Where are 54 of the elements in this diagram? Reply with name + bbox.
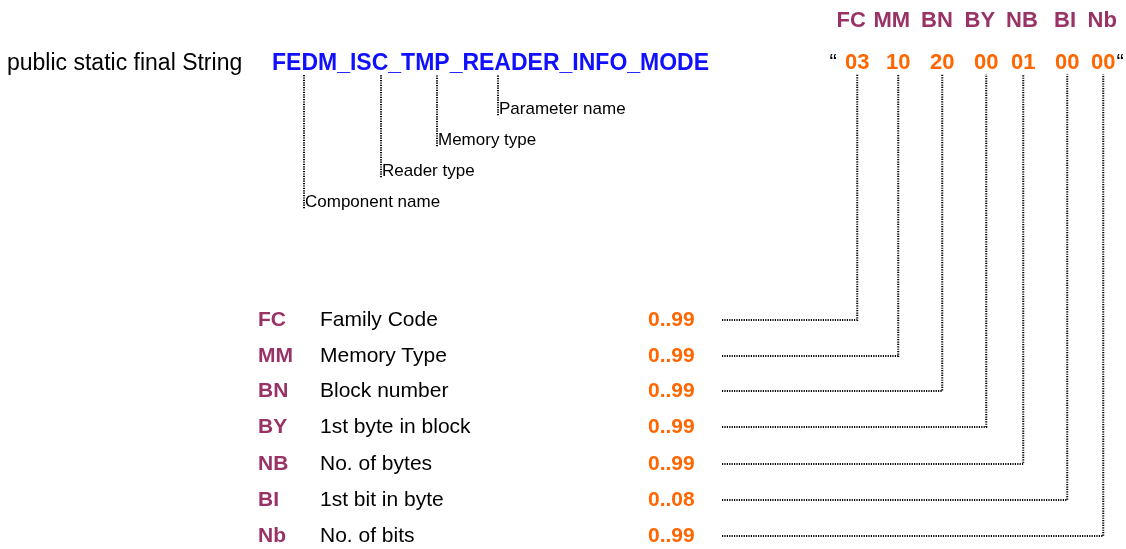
- value-digits: 03: [845, 50, 870, 75]
- field-description: 1st byte in block: [320, 414, 471, 438]
- abbreviation: MM: [258, 343, 293, 367]
- leader-line: [721, 73, 1069, 501]
- constant-name: FEDM_ISC_TMP_READER_INFO_MODE: [272, 49, 710, 75]
- field-description: Memory Type: [320, 343, 447, 367]
- annotation-label: Component name: [305, 192, 441, 212]
- value-digits: 00: [1055, 50, 1080, 75]
- leader-line: [721, 73, 988, 428]
- column-header: NB: [1006, 8, 1038, 33]
- leader-line: [721, 73, 859, 321]
- value-range: 0..99: [648, 451, 695, 475]
- leader-line: [436, 73, 438, 148]
- leader-line: [303, 73, 305, 210]
- column-header: BI: [1054, 8, 1076, 33]
- quote-mark: “: [1116, 50, 1124, 75]
- value-digits: 00: [974, 50, 999, 75]
- value-range: 0..99: [648, 343, 695, 367]
- field-description: Block number: [320, 378, 449, 402]
- value-range: 0..99: [648, 378, 695, 402]
- leader-line: [721, 73, 944, 392]
- value-range: 0..99: [648, 307, 695, 331]
- field-description: Family Code: [320, 307, 438, 331]
- leader-line: [721, 73, 1025, 465]
- leader-line: [721, 73, 1105, 537]
- code-text: public static final String: [7, 49, 243, 75]
- column-header: BY: [964, 8, 996, 33]
- abbreviation: BI: [258, 487, 279, 511]
- annotation-label: Reader type: [382, 161, 475, 181]
- column-header: Nb: [1087, 8, 1117, 33]
- abbreviation: Nb: [258, 523, 286, 547]
- column-header: FC: [836, 8, 866, 33]
- leader-line: [497, 73, 499, 117]
- field-description: 1st bit in byte: [320, 487, 444, 511]
- field-description: No. of bytes: [320, 451, 433, 475]
- leader-line: [380, 73, 382, 179]
- value-range: 0..08: [648, 487, 695, 511]
- abbreviation: BY: [258, 414, 288, 438]
- abbreviation: NB: [258, 451, 289, 475]
- quote-mark: “: [829, 50, 837, 75]
- field-description: No. of bits: [320, 523, 415, 547]
- column-header: BN: [921, 8, 953, 33]
- value-digits: 00: [1091, 50, 1116, 75]
- annotation-label: Memory type: [438, 130, 537, 150]
- value-range: 0..99: [648, 414, 695, 438]
- value-digits: 01: [1011, 50, 1036, 75]
- annotation-label: Parameter name: [499, 99, 626, 119]
- column-header: MM: [873, 8, 911, 33]
- abbreviation: FC: [258, 307, 286, 331]
- value-digits: 10: [886, 50, 911, 75]
- value-range: 0..99: [648, 523, 695, 547]
- leader-line: [721, 73, 900, 357]
- abbreviation: BN: [258, 378, 289, 402]
- value-digits: 20: [930, 50, 955, 75]
